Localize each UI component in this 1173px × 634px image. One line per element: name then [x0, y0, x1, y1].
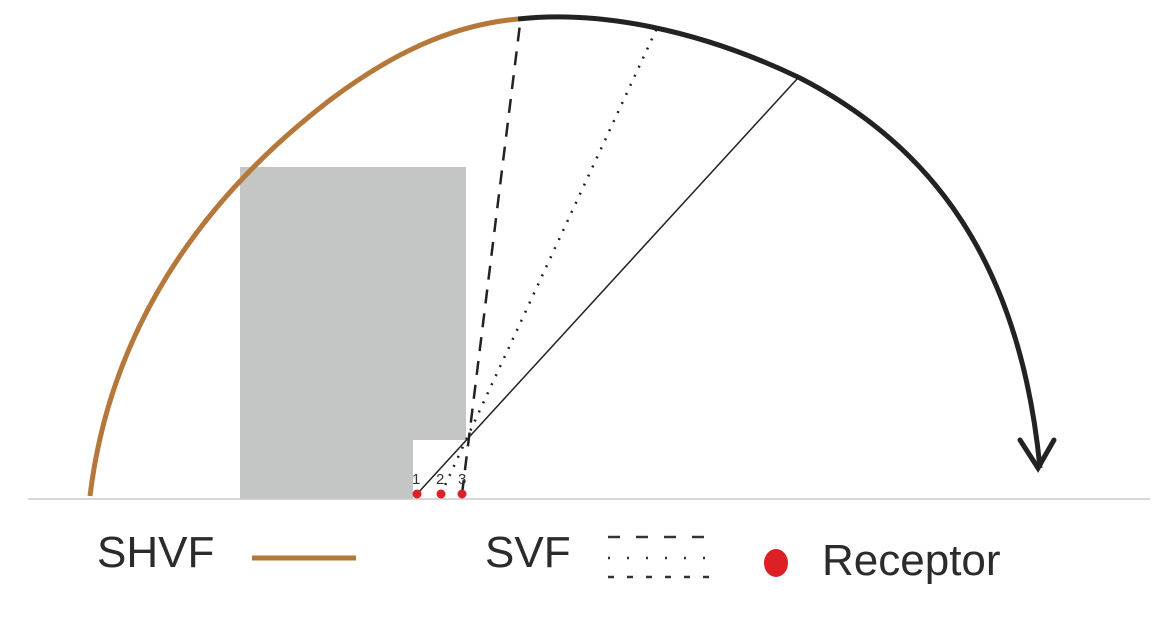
receptor-label-3: 3 — [458, 471, 466, 488]
building — [240, 167, 466, 499]
receptor-2 — [436, 489, 446, 499]
legend-receptor-label: Receptor — [822, 536, 1001, 585]
receptor-label-2: 2 — [436, 471, 444, 488]
shvf-arc — [87, 16, 519, 497]
legend-svf-label: SVF — [485, 528, 571, 577]
arrow-head-icon — [1017, 437, 1057, 473]
legend-svf-swatch — [608, 535, 712, 579]
receptor-label-1: 1 — [412, 471, 420, 488]
svf-dotted-line — [439, 27, 659, 495]
legend-shvf-label: SHVF — [97, 528, 215, 577]
svf-solid-line — [416, 78, 798, 495]
sky-arc — [517, 14, 1043, 469]
legend-receptor-swatch — [764, 549, 788, 577]
receptor-1 — [412, 489, 422, 499]
svf-dashed-line — [460, 23, 522, 495]
receptor-3 — [457, 489, 467, 499]
